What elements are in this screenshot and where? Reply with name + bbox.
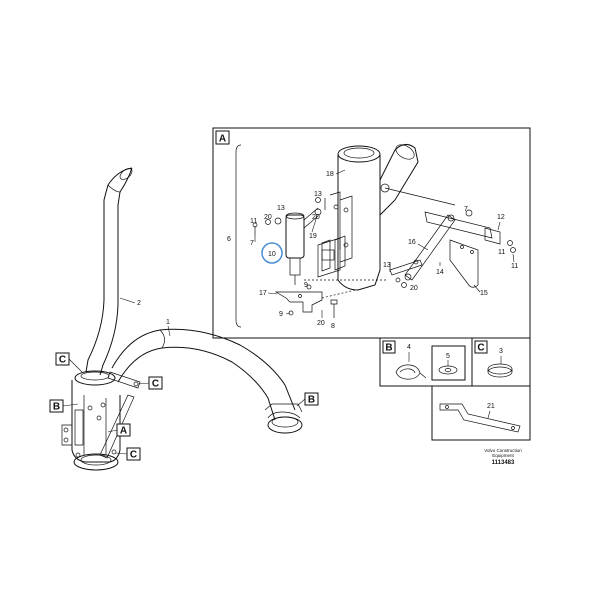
- view-a-part-numbers: 18 13 13 20 11 7 6 20 19 10 9 17 9 20 8 …: [227, 169, 518, 330]
- part-13c: 13: [383, 262, 391, 269]
- view-b-panel: B: [379, 337, 473, 387]
- view-b-label: B: [385, 343, 392, 354]
- diagram-code: 1113483: [492, 460, 515, 466]
- exhaust-assembly: [61, 167, 303, 471]
- part-14: 14: [436, 269, 444, 276]
- part-20c: 20: [317, 320, 325, 327]
- bracket-21-panel: [431, 385, 531, 441]
- callout-c-right: C: [152, 379, 159, 390]
- brand-line-1: Volvo Construction: [484, 448, 522, 453]
- part-11a: 11: [250, 218, 257, 225]
- part-4: 4: [407, 344, 411, 351]
- part-9b: 9: [279, 311, 283, 318]
- part-5: 5: [446, 353, 450, 360]
- part-11b: 11: [498, 249, 505, 256]
- part-7b: 7: [464, 206, 468, 213]
- part-1: 1: [166, 319, 170, 326]
- view-c-contents: 3: [487, 348, 513, 378]
- part-6: 6: [227, 236, 231, 243]
- part-12: 12: [497, 214, 505, 221]
- callout-c-top: C: [59, 355, 66, 366]
- part-20a: 20: [264, 214, 272, 221]
- part-10: 10: [268, 251, 276, 258]
- main-callouts: C B A C C B: [49, 352, 319, 461]
- view-a-contents: [252, 144, 516, 318]
- part-11c: 11: [511, 263, 518, 270]
- part-8: 8: [331, 323, 335, 330]
- part-20b: 20: [312, 214, 320, 221]
- callout-a: A: [120, 426, 127, 437]
- part-15: 15: [480, 290, 488, 297]
- part-7: 7: [250, 240, 254, 247]
- part-3: 3: [499, 348, 503, 355]
- callout-c-bottom: C: [130, 450, 137, 461]
- part-9a: 9: [304, 282, 308, 289]
- part-2: 2: [137, 300, 141, 307]
- part-16: 16: [408, 239, 416, 246]
- callout-b-left: B: [53, 402, 60, 413]
- view-c-label: C: [477, 343, 484, 354]
- part-17: 17: [259, 290, 267, 297]
- part-13b: 13: [277, 205, 285, 212]
- part-19: 19: [309, 233, 317, 240]
- part-13a: 13: [314, 191, 322, 198]
- footer-code: Volvo Construction Equipment 1113483: [484, 448, 522, 466]
- view-a-panel: A: [212, 127, 531, 339]
- view-b-contents: 4 5: [395, 344, 466, 381]
- part-20d: 20: [410, 285, 418, 292]
- highlight-ring: [261, 242, 283, 264]
- callout-b-right: B: [308, 395, 315, 406]
- part-18: 18: [326, 171, 334, 178]
- view-a-label: A: [219, 134, 226, 145]
- part-21: 21: [487, 403, 495, 410]
- brand-line-2: Equipment: [492, 453, 514, 458]
- bracket-21: 21: [439, 403, 521, 433]
